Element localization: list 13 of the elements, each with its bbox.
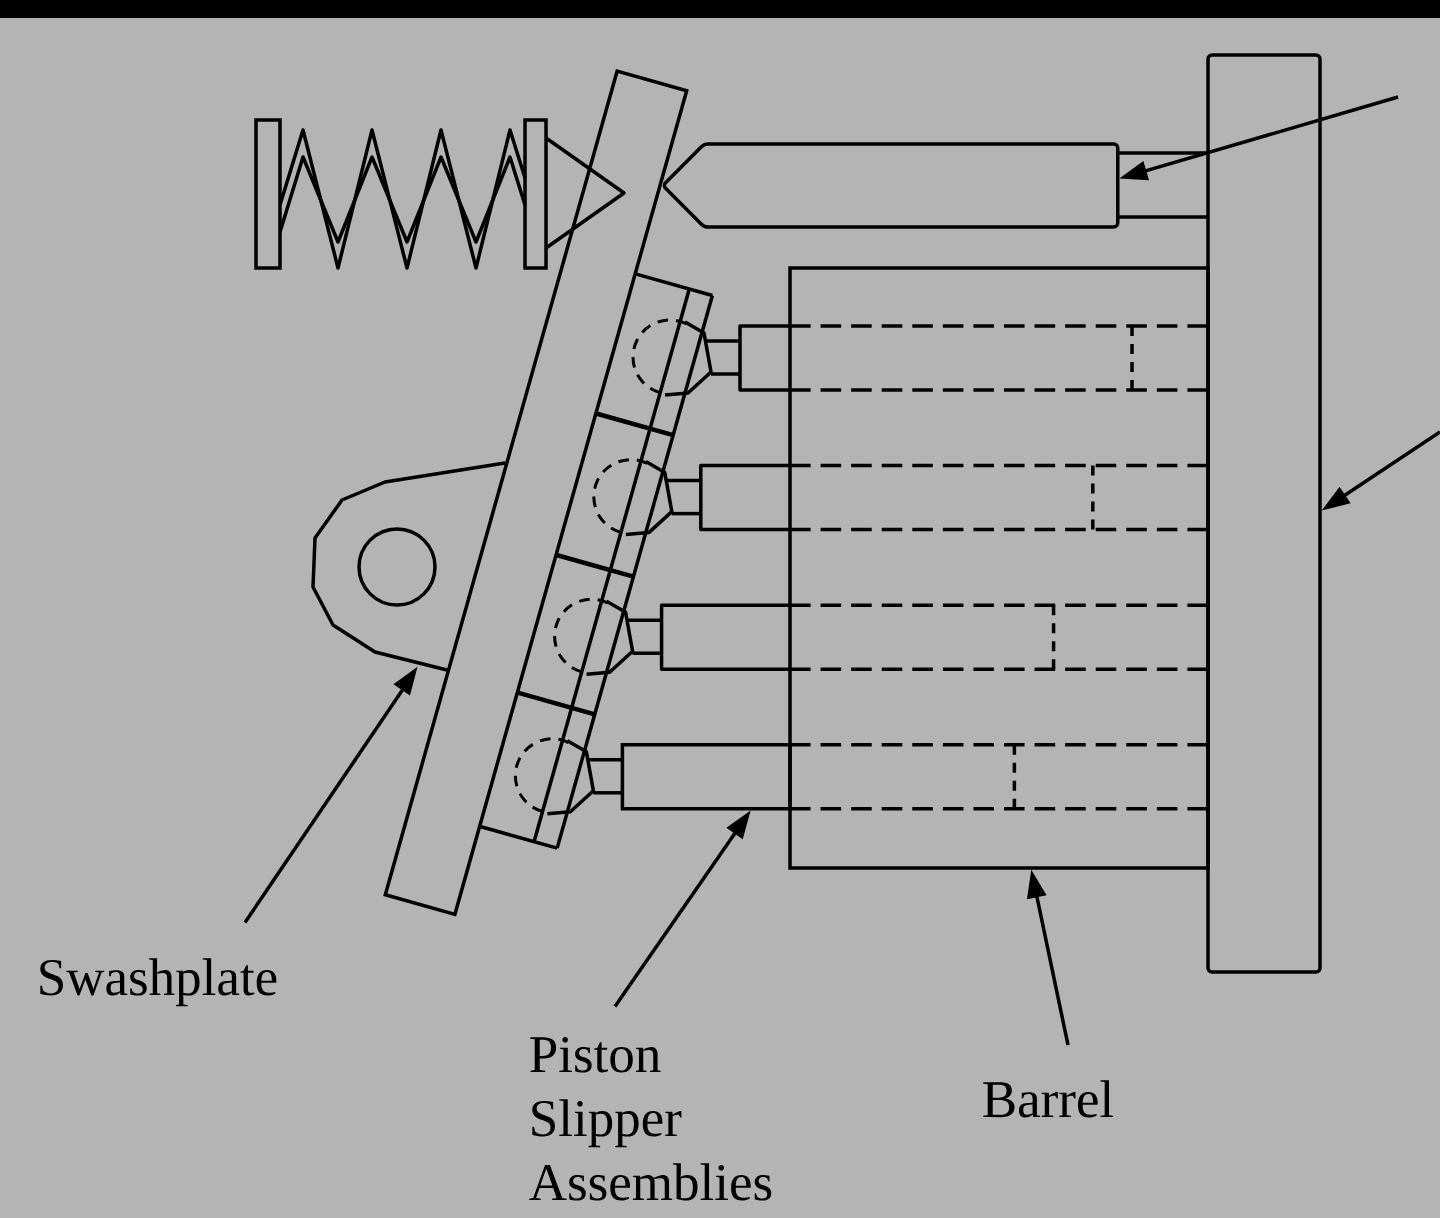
end-plate — [1206, 53, 1322, 974]
barrel — [788, 266, 1210, 870]
part-label: Barrel — [983, 1080, 1114, 1118]
piston — [587, 743, 1208, 811]
leader-line — [1321, 430, 1440, 511]
leader-line — [1026, 869, 1070, 1046]
leader-line — [1119, 95, 1399, 181]
part-label: Piston Slipper Assemblies — [529, 1036, 772, 1201]
part-label: Swashplate — [40, 958, 277, 1007]
rod — [662, 142, 1208, 229]
swashplate — [311, 69, 689, 917]
leader-line — [613, 810, 751, 1008]
leader-line — [243, 666, 418, 924]
